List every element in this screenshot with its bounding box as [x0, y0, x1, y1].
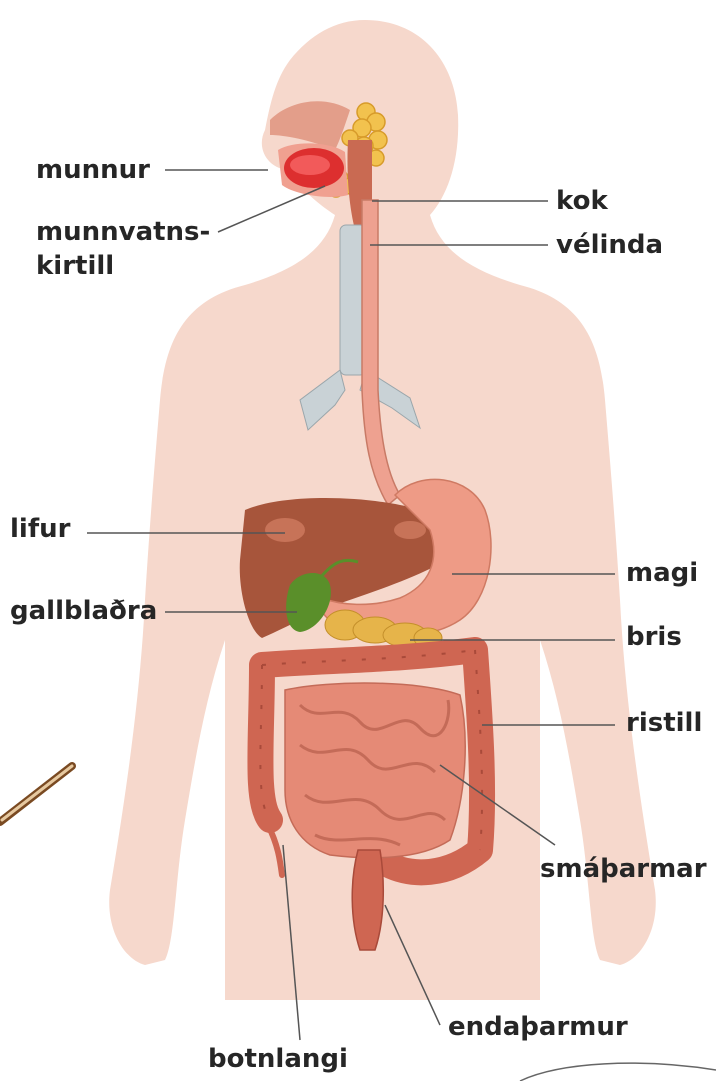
mouth [278, 143, 348, 197]
label-kok: kok [556, 188, 608, 214]
label-gallbladra: gallblaðra [10, 598, 157, 624]
label-magi: magi [626, 560, 698, 586]
label-smatharmar: smáþarmar [540, 856, 707, 882]
label-lifur: lifur [10, 516, 70, 542]
label-munnvatnskirtill-line2: kirtill [36, 253, 114, 279]
label-munnur: munnur [36, 157, 150, 183]
label-velinda: vélinda [556, 232, 663, 258]
label-munnvatnskirtill-line1: munnvatns- [36, 219, 210, 245]
label-bris: bris [626, 624, 682, 650]
label-ristill: ristill [626, 710, 702, 736]
decorative-curve [520, 1063, 716, 1081]
label-botnlangi: botnlangi [208, 1046, 348, 1072]
label-endatharmur: endaþarmur [448, 1014, 628, 1040]
small-intestine [285, 683, 465, 858]
rectum [352, 850, 383, 950]
